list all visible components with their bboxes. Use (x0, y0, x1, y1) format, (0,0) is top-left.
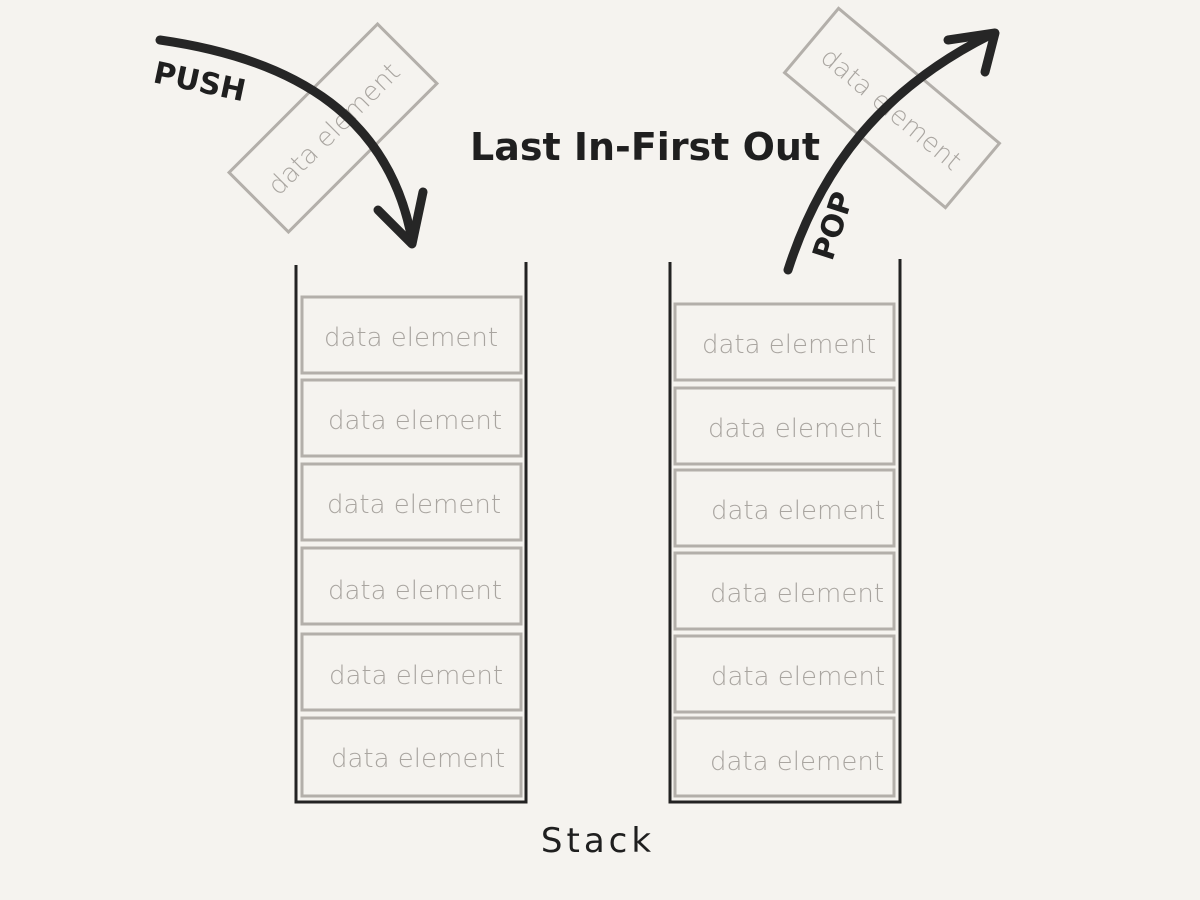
element-box (300, 546, 523, 626)
element-box (673, 551, 896, 631)
element-box (673, 302, 896, 382)
element-box (300, 632, 523, 712)
left-stack-element: data element (300, 546, 523, 626)
element-box (673, 634, 896, 714)
left-stack-element: data element (300, 462, 523, 542)
right-stack-element: data element (673, 302, 896, 382)
pop-arrow-head (943, 28, 1000, 77)
pop-arrow (783, 30, 995, 275)
left-stack-element: data element (300, 295, 523, 375)
element-label: data element (702, 330, 876, 360)
element-label: data element (711, 662, 885, 692)
element-label: data element (329, 661, 503, 691)
element-label: data element (710, 579, 884, 609)
element-label: data element (711, 496, 885, 526)
element-box (673, 386, 896, 466)
element-box (300, 295, 523, 375)
element-box (673, 716, 896, 798)
element-label: data element (328, 406, 502, 436)
right-stack-element: data element (673, 634, 896, 714)
right-stack-elements: data element data element data element d… (673, 302, 896, 798)
push-arrow-head (373, 187, 428, 249)
element-box (300, 716, 523, 798)
right-stack-container (668, 259, 902, 804)
push-label: PUSH (150, 56, 248, 110)
element-label: data element (327, 490, 501, 520)
diagram-title: Last In-First Out (470, 125, 820, 169)
element-label: data element (328, 576, 502, 606)
left-stack-element: data element (300, 716, 523, 798)
diagram-caption: Stack (541, 821, 655, 861)
element-label: data element (324, 323, 498, 353)
element-label: data element (710, 747, 884, 777)
push-arrow (155, 35, 417, 245)
right-stack-element: data element (673, 551, 896, 631)
element-label: data element (331, 744, 505, 774)
right-stack-element: data element (673, 716, 896, 798)
left-stack-elements: data element data element data element d… (300, 295, 523, 798)
element-box (673, 468, 896, 548)
left-stack-container (294, 262, 528, 804)
left-stack-element: data element (300, 378, 523, 458)
element-box (300, 462, 523, 542)
right-stack-element: data element (673, 468, 896, 548)
left-stack-element: data element (300, 632, 523, 712)
element-label: data element (708, 414, 882, 444)
pushed-element-box (226, 21, 440, 235)
element-box (300, 378, 523, 458)
right-stack-element: data element (673, 386, 896, 466)
